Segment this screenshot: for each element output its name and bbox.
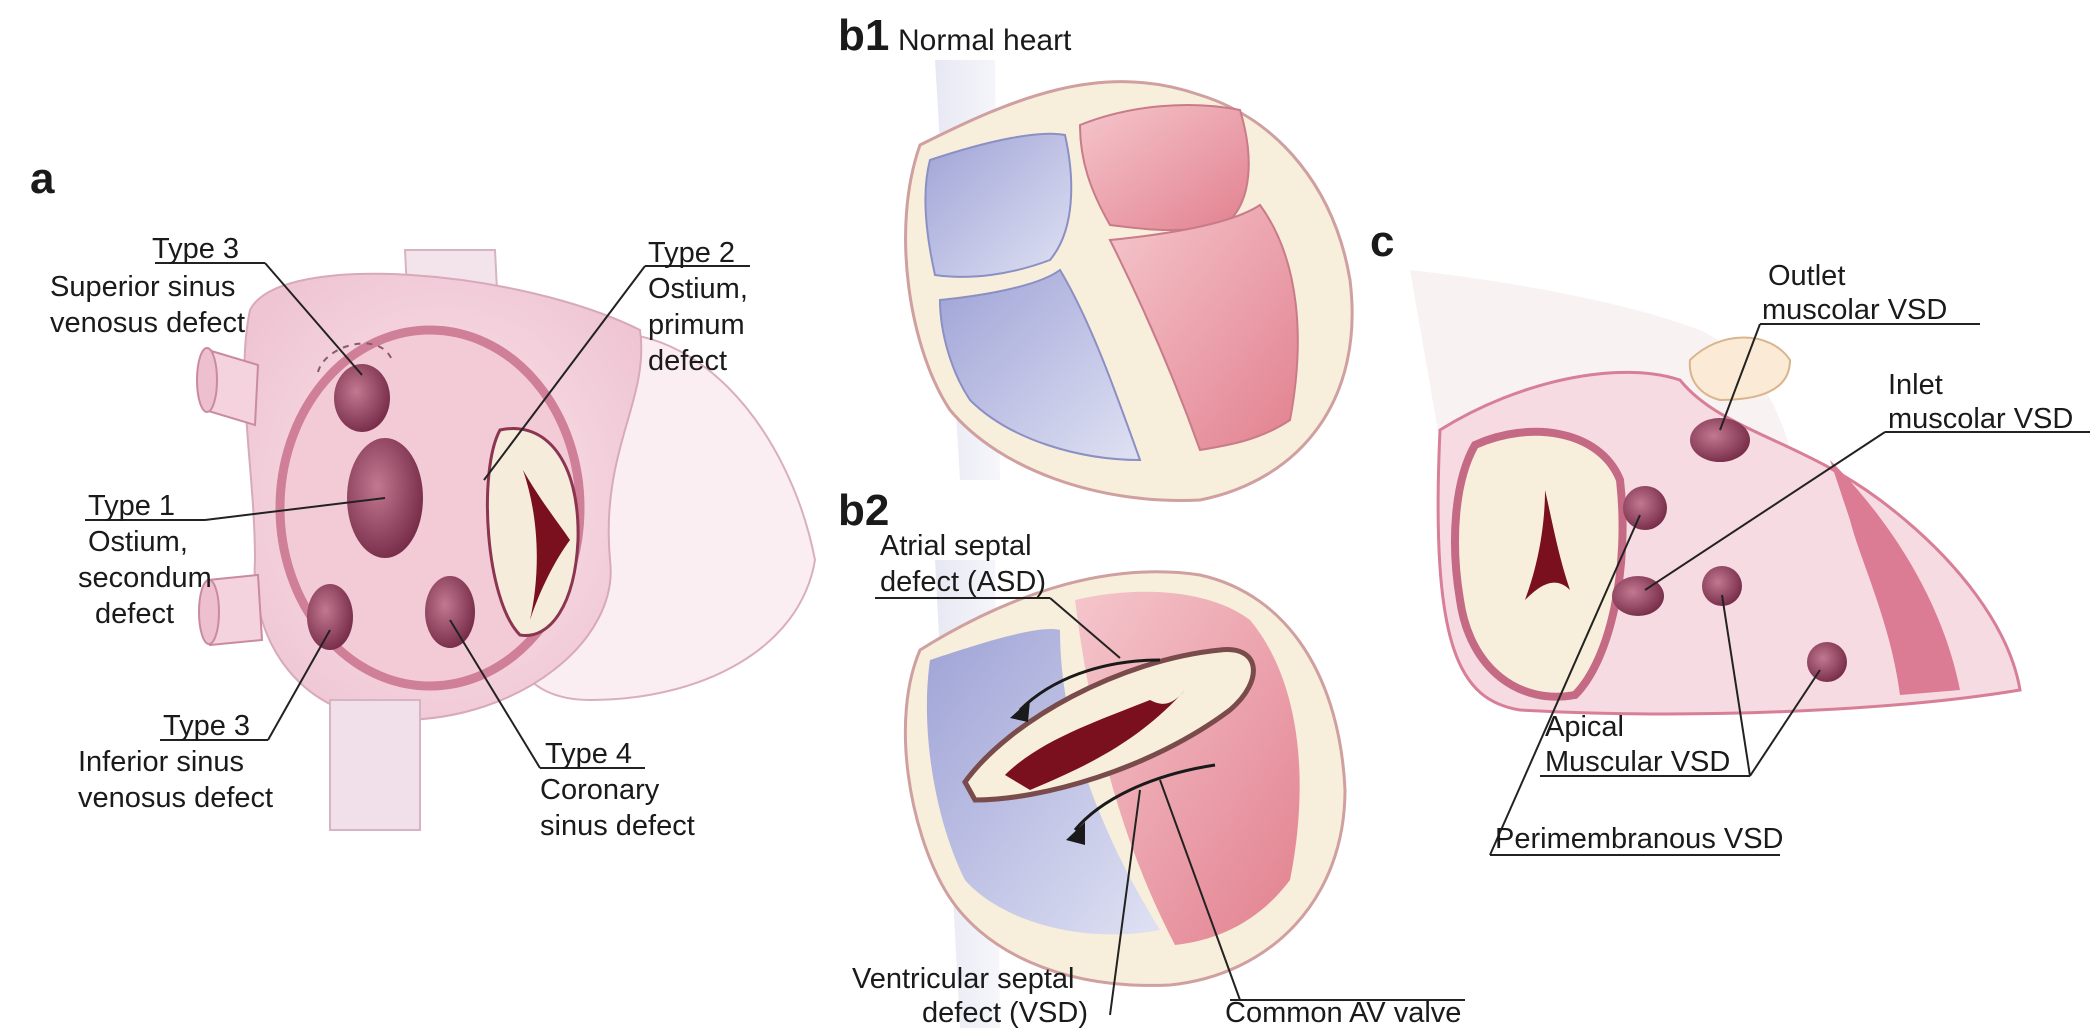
panel-b2: b2 Atrial septal defect (ASD) Ventricula… xyxy=(838,486,1465,1028)
label-type4-line2: sinus defect xyxy=(540,810,695,842)
normal-left-atrium xyxy=(1078,104,1250,231)
label-type3-superior-line1: Superior sinus xyxy=(50,271,235,303)
c-ventricle-wall xyxy=(1830,460,1960,695)
label-vsd-line1: Ventricular septal xyxy=(852,963,1074,995)
vsd-outlet xyxy=(1690,418,1750,462)
label-type2-line1: Ostium, xyxy=(648,273,748,305)
label-type3-superior-head: Type 3 xyxy=(152,233,239,265)
leader-lines-c xyxy=(1489,323,2090,856)
normal-left-ventricle xyxy=(1108,203,1299,452)
normal-right-atrium xyxy=(924,132,1073,278)
vsd-apical-2 xyxy=(1807,642,1847,682)
label-vsd-line2: defect (VSD) xyxy=(922,997,1088,1028)
normal-right-ventricle xyxy=(938,268,1142,462)
label-common-av-valve: Common AV valve xyxy=(1225,997,1461,1028)
defect-type3-superior xyxy=(334,364,390,432)
curved-arrow-icon xyxy=(1018,658,1161,712)
label-inlet-line1: Inlet xyxy=(1888,369,1943,401)
label-asd-line1: Atrial septal xyxy=(880,530,1032,562)
panel-b1: b1 Normal heart xyxy=(838,11,1354,502)
defect-type2-primum xyxy=(485,427,580,637)
curved-arrow-icon-2 xyxy=(1073,763,1216,831)
label-apical-line2: Muscular VSD xyxy=(1545,746,1730,778)
label-type2-line3: defect xyxy=(648,345,727,377)
leader-lines-b2 xyxy=(875,597,1465,1016)
leader-lines-a xyxy=(85,262,750,769)
label-type1-line2: secondum xyxy=(78,562,212,594)
label-asd-line2: defect (ASD) xyxy=(880,566,1046,598)
pulmonary-veins xyxy=(196,347,264,647)
vsd-perimembranous xyxy=(1623,486,1667,530)
label-apical-line1: Apical xyxy=(1545,711,1624,743)
label-inlet-line2: muscolar VSD xyxy=(1888,403,2073,435)
label-type1-line1: Ostium, xyxy=(88,526,188,558)
panel-a: a xyxy=(30,154,817,842)
label-type1-line3: defect xyxy=(95,598,174,630)
label-type3-superior-line2: venosus defect xyxy=(50,307,245,339)
panel-c: c Outlet muscolar VSD Inlet muscolar VSD xyxy=(1370,217,2090,856)
label-outlet-line2: muscolar VSD xyxy=(1762,294,1947,326)
defect-type4 xyxy=(425,576,475,648)
label-type3-inferior-head: Type 3 xyxy=(163,710,250,742)
label-type4-line1: Coronary xyxy=(540,774,660,806)
av-valve-leaflets xyxy=(523,470,570,620)
label-type1-head: Type 1 xyxy=(88,490,175,522)
label-type2-head: Type 2 xyxy=(648,237,735,269)
defect-type3-inferior xyxy=(307,584,353,650)
panel-label-b1: b1 xyxy=(838,11,889,60)
label-outlet-line1: Outlet xyxy=(1768,260,1845,292)
panel-b1-title: Normal heart xyxy=(898,24,1072,57)
vsd-apical-1 xyxy=(1702,566,1742,606)
panel-label-b2: b2 xyxy=(838,486,889,535)
label-type2-line2: primum xyxy=(648,309,745,341)
label-perimembranous: Perimembranous VSD xyxy=(1495,823,1784,855)
panel-label-a: a xyxy=(30,154,55,203)
inferior-vena-cava xyxy=(329,699,421,831)
common-av-valve-opening xyxy=(1005,690,1185,790)
panel-label-c: c xyxy=(1370,217,1394,266)
c-valve-slit xyxy=(1525,490,1570,600)
arrowhead-icon-2 xyxy=(1066,822,1085,845)
label-type3-inferior-line1: Inferior sinus xyxy=(78,746,244,778)
c-aortic-root xyxy=(1688,336,1792,402)
arrowhead-icon xyxy=(1010,700,1030,722)
label-type4-head: Type 4 xyxy=(545,738,632,770)
label-type3-inferior-line2: venosus defect xyxy=(78,782,273,814)
